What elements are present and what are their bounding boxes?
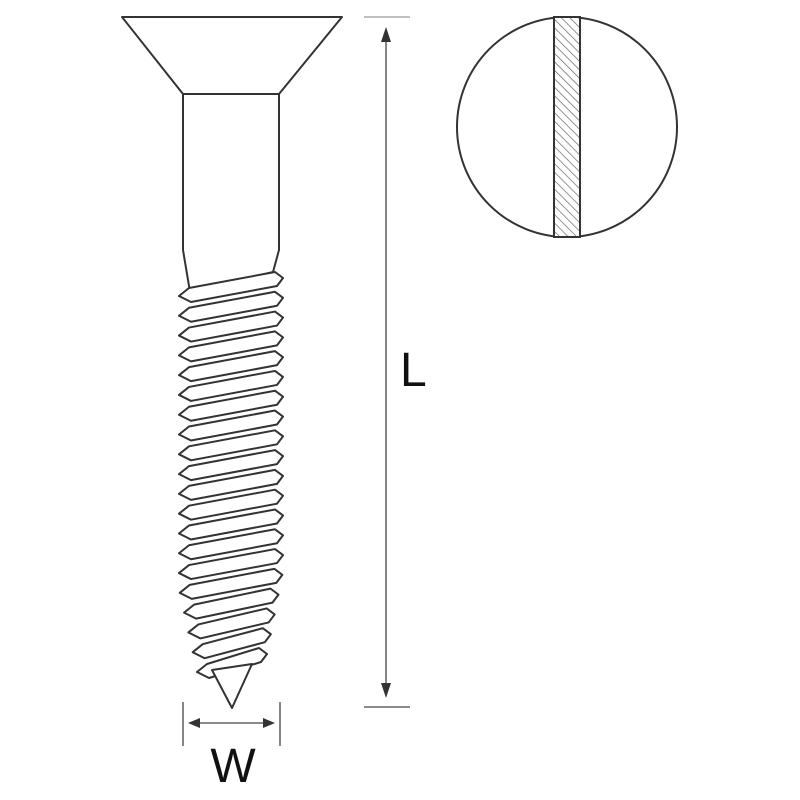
- thread-crest: [178, 389, 284, 422]
- width-arrow-right: [263, 718, 275, 728]
- width-dimension: [182, 702, 281, 746]
- width-arrow-left: [188, 718, 200, 728]
- thread-crest: [178, 350, 284, 383]
- thread-crest: [178, 271, 284, 303]
- thread-crest: [178, 330, 284, 363]
- thread-crest: [178, 409, 284, 442]
- head-slot: [553, 16, 581, 238]
- thread-crest: [183, 587, 280, 620]
- thread-crest: [178, 548, 284, 581]
- thread-crest: [178, 567, 284, 600]
- screw-head: [121, 16, 343, 95]
- length-dimension: [364, 16, 410, 708]
- thread-crest: [178, 290, 284, 323]
- width-label: W: [210, 740, 256, 793]
- thread-crest: [178, 310, 284, 343]
- thread-crest: [178, 449, 284, 482]
- length-arrow-bottom: [381, 683, 391, 698]
- thread-crest: [178, 528, 284, 561]
- length-label: L: [400, 344, 427, 397]
- screw-side-view-icon: [121, 16, 343, 709]
- thread-crest: [178, 508, 284, 541]
- screw-shank: [182, 93, 280, 293]
- thread-crest: [178, 429, 284, 462]
- thread-crest: [178, 369, 284, 402]
- length-arrow-top: [381, 27, 391, 42]
- thread-crest: [178, 468, 284, 501]
- thread-crest: [191, 627, 272, 660]
- thread-crest: [178, 488, 284, 521]
- screw-threads: [178, 271, 284, 679]
- thread-crest: [187, 607, 276, 640]
- screw-tip: [211, 663, 253, 709]
- slotted-head-icon: [456, 16, 678, 238]
